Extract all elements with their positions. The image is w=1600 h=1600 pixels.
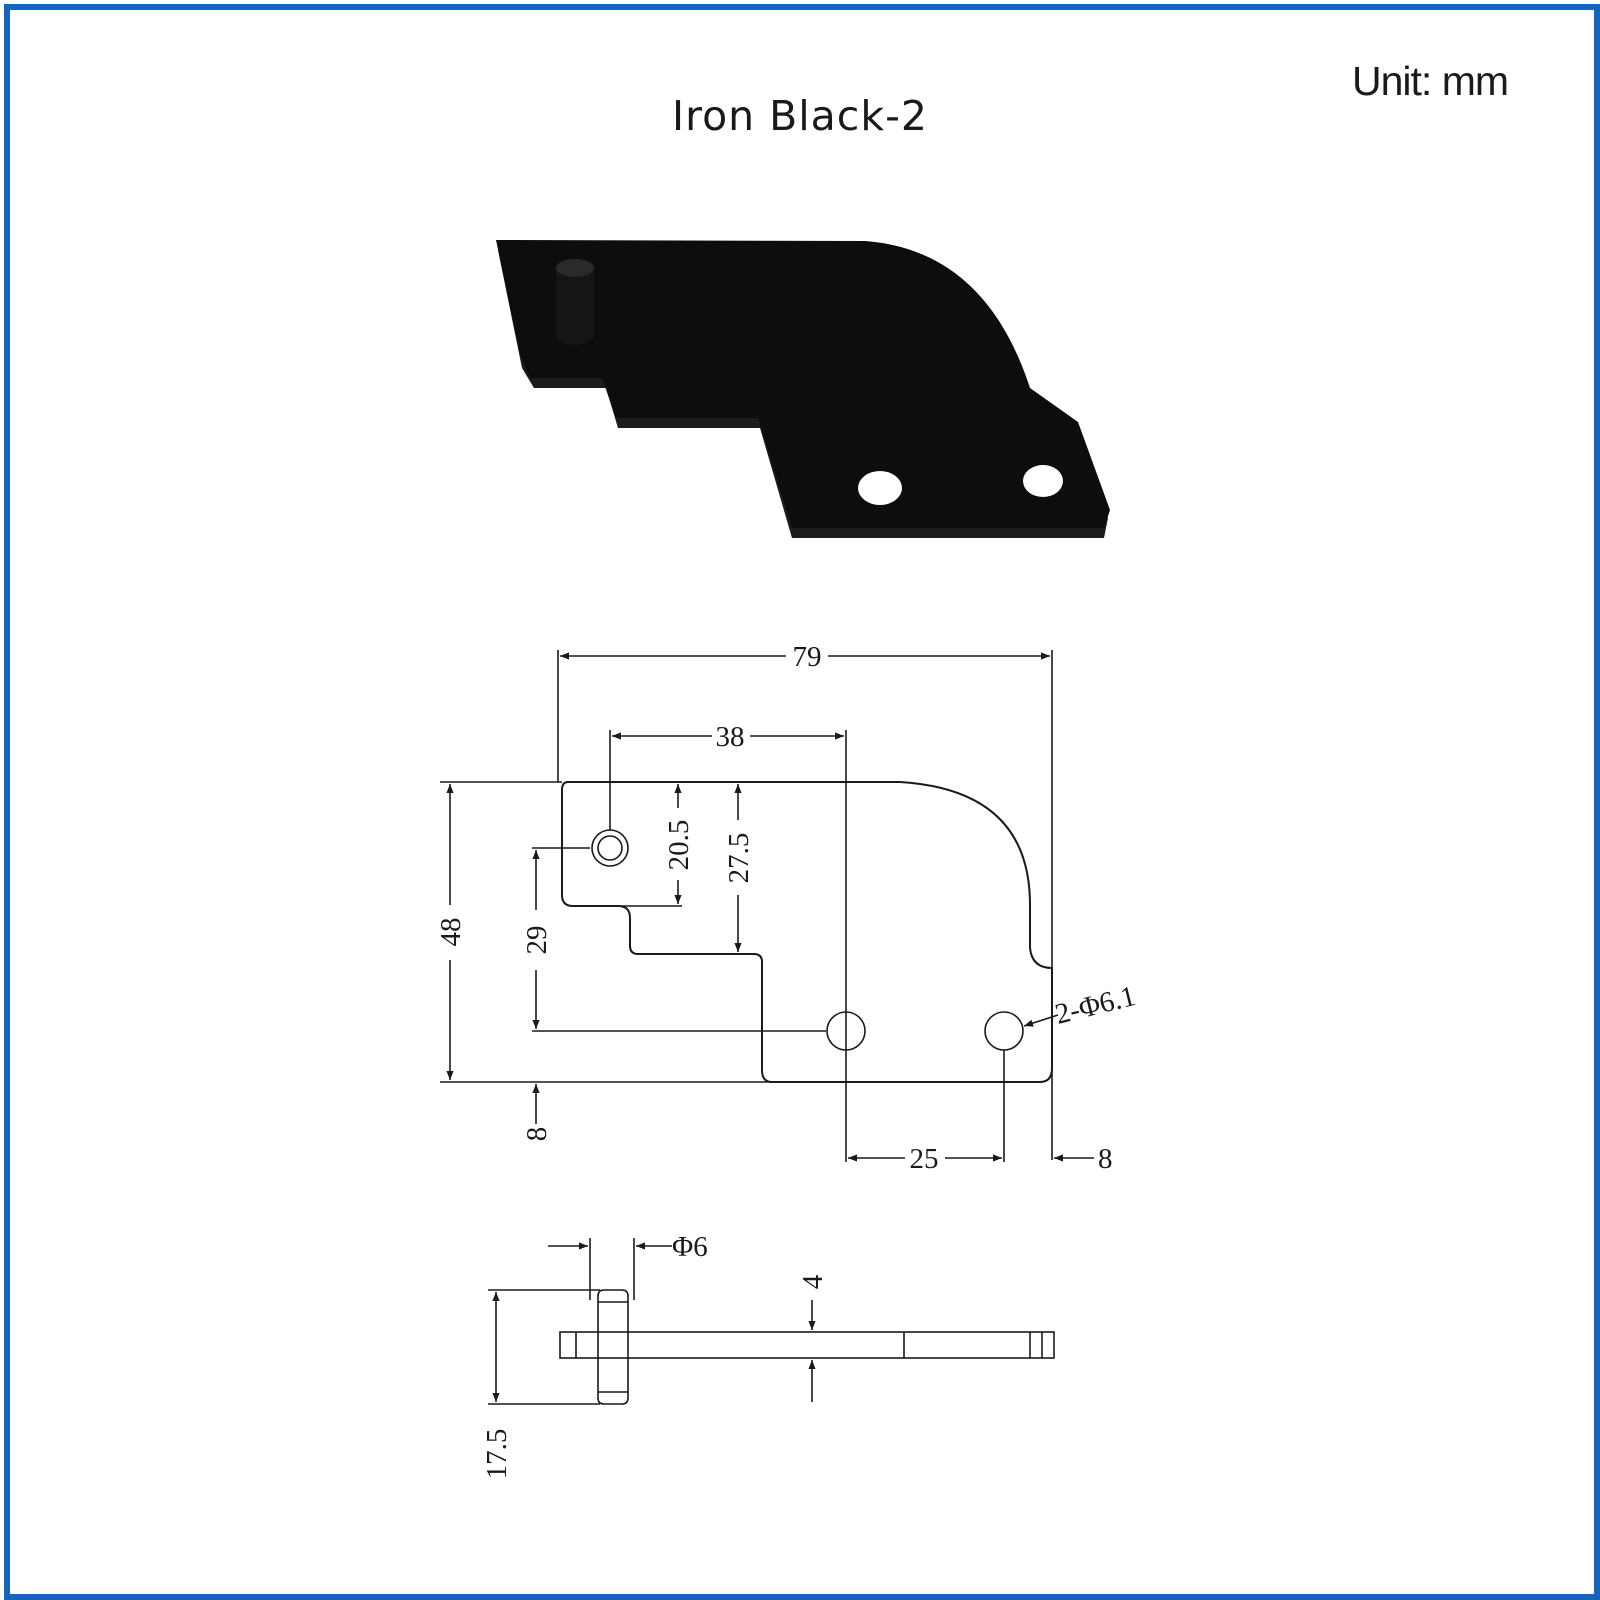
- side-plate: [559, 1331, 1055, 1359]
- dim-thickness: 4: [797, 1274, 829, 1289]
- mount-hole-right: [984, 1011, 1024, 1051]
- bracket-hole-left: [858, 471, 902, 505]
- unit-label: Unit: mm: [1352, 58, 1509, 104]
- top-view-drawing: 79 38 20.5 27.5 48 29 8 2: [435, 641, 1139, 1175]
- product-photo: [496, 240, 1110, 538]
- dim-20-5: 20.5: [663, 820, 695, 871]
- pin-circle-inner: [597, 835, 623, 861]
- side-pin: [597, 1289, 629, 1405]
- dim-8-right: 8: [1098, 1143, 1113, 1175]
- dim-29: 29: [521, 926, 553, 955]
- dim-pin-diameter: Φ6: [672, 1231, 708, 1263]
- bracket-pin: [556, 259, 594, 345]
- dim-38: 38: [716, 721, 745, 753]
- dim-79: 79: [793, 641, 822, 673]
- side-view-drawing: Φ6 4 17.5: [481, 1231, 1055, 1480]
- bracket-plate: [496, 240, 1110, 528]
- hole-callout: 2-Φ6.1: [1052, 980, 1139, 1031]
- dim-27-5: 27.5: [723, 833, 755, 884]
- dim-48: 48: [435, 918, 467, 947]
- part-outline: [561, 781, 1053, 1083]
- dim-pin-length: 17.5: [481, 1429, 513, 1480]
- drawing-title: Iron Black-2: [672, 92, 928, 140]
- dim-25: 25: [910, 1143, 939, 1175]
- dim-8-bottom: 8: [521, 1127, 553, 1142]
- bracket-hole-right: [1023, 465, 1063, 497]
